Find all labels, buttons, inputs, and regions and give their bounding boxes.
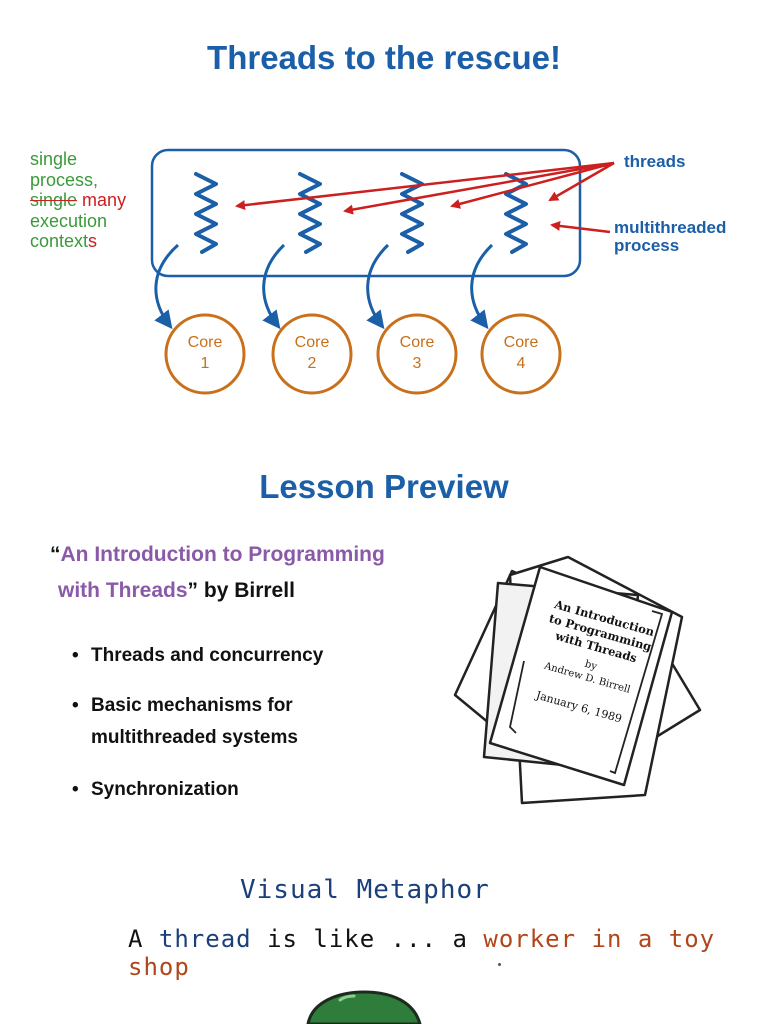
note-line1: single <box>30 149 78 169</box>
sentence-word-is-like: is like ... <box>267 925 438 953</box>
topic-text: Basic mechanisms for <box>91 695 293 716</box>
citation-title-part2: with Threads <box>58 579 188 602</box>
open-quote: “ <box>50 543 61 566</box>
core-circle-2 <box>271 313 353 395</box>
list-item: Basic mechanisms for multithreaded system… <box>72 690 323 754</box>
paper-sheet-front <box>488 565 674 787</box>
sentence-word-thread: thread <box>158 925 252 953</box>
core-1-label: Core 1 <box>165 332 245 374</box>
core-2-word: Core <box>294 334 330 351</box>
paper-edge-mark <box>609 610 664 775</box>
worker-mascot-top <box>306 990 422 1024</box>
note-replacement-word: many <box>82 190 127 210</box>
list-item: Synchronization <box>72 774 323 806</box>
thread-squiggle-2 <box>298 172 322 254</box>
core-circle-4 <box>480 313 562 395</box>
sentence-word-a2: a <box>452 925 468 953</box>
multithreaded-process-label: multithreaded process <box>614 219 726 255</box>
process-arrow <box>550 220 611 234</box>
core-4-label: Core 4 <box>481 332 561 374</box>
note-line2: process, <box>30 169 99 190</box>
core-arrow-2 <box>262 243 286 330</box>
topic-text-cont: multithreaded systems <box>91 727 298 748</box>
core-3-word: Core <box>399 334 435 351</box>
citation-line2: with Threads” by Birrell <box>50 573 385 609</box>
green-cap-icon <box>306 990 422 1024</box>
citation-byline: by Birrell <box>198 579 295 602</box>
process-label-line2: process <box>614 236 680 255</box>
note-line5-stem: context <box>30 231 89 251</box>
core-arrow-1 <box>154 243 179 330</box>
execution-context-note: single process, single many execution co… <box>30 149 126 252</box>
threads-diagram <box>150 148 615 395</box>
core-arrow-4 <box>470 243 494 330</box>
core-circle-3 <box>376 313 458 395</box>
thread-squiggle-4 <box>504 172 528 254</box>
note-line5-suffix: s <box>88 231 98 251</box>
core-2-number: 2 <box>307 355 317 372</box>
core-3-number: 3 <box>412 355 422 372</box>
core-3-label: Core 3 <box>377 332 457 374</box>
note-line4: execution <box>30 210 108 231</box>
stray-dot <box>498 963 501 966</box>
sentence-word-worker: worker in a toy shop <box>128 925 716 981</box>
core-circle-1 <box>164 313 246 395</box>
core-1-word: Core <box>187 334 223 351</box>
process-label-line1: multithreaded <box>614 218 727 237</box>
thread-squiggle-3 <box>400 172 424 254</box>
cap-highlight <box>338 994 356 1002</box>
threads-label: threads <box>624 152 686 171</box>
sentence-word-a: A <box>128 925 144 953</box>
metaphor-sentence: A thread is like ... a worker in a toy s… <box>128 925 768 981</box>
paper-by: by <box>583 659 598 673</box>
lesson-topics-list: Threads and concurrency Basic mechanisms… <box>72 640 323 806</box>
list-item: Threads and concurrency <box>72 640 323 672</box>
slide2-title: Lesson Preview <box>259 468 509 505</box>
core-1-number: 1 <box>200 355 210 372</box>
threads-arrow-1 <box>235 161 615 211</box>
core-4-word: Core <box>503 334 539 351</box>
visual-metaphor-heading: Visual Metaphor <box>240 875 490 905</box>
paper-citation: “An Introduction to Programming with Thr… <box>50 537 385 609</box>
note-struck-word: single <box>30 190 78 210</box>
note-line3: single many <box>30 190 126 211</box>
process-box <box>150 148 582 278</box>
topic-text: Threads and concurrency <box>91 645 324 666</box>
citation-title-part1: An Introduction to Programming <box>60 543 385 566</box>
paper-margin-mark <box>509 660 525 734</box>
threads-arrow-4 <box>548 161 615 202</box>
close-quote: ” <box>187 579 199 602</box>
threads-arrow-2 <box>343 161 615 215</box>
note-line5: contexts <box>30 231 126 252</box>
core-arrow-3 <box>366 243 390 330</box>
paper-stack-illustration: An Introduction to Programming with Thre… <box>453 555 702 805</box>
core-4-number: 4 <box>516 355 526 372</box>
slide1-title: Threads to the rescue! <box>207 39 561 76</box>
topic-text: Synchronization <box>91 779 239 800</box>
citation-line1: “An Introduction to Programming <box>50 537 385 573</box>
threads-arrow-3 <box>450 161 615 209</box>
thread-squiggle-1 <box>194 172 218 254</box>
core-2-label: Core 2 <box>272 332 352 374</box>
